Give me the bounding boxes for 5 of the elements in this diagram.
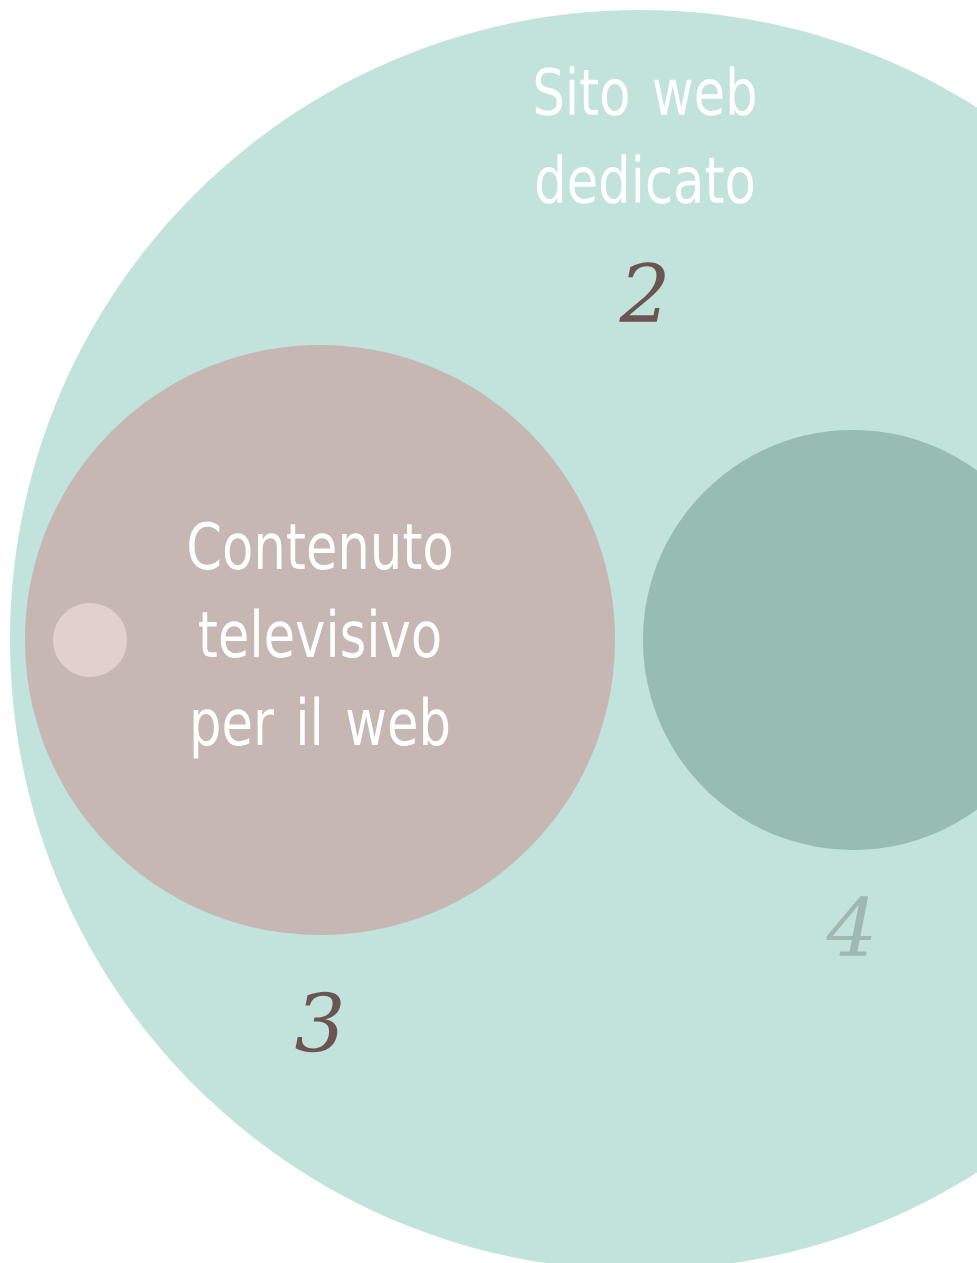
circle-label: Sito web dedicato bbox=[535, 66, 755, 204]
circle bbox=[53, 603, 127, 677]
number-label: 3 bbox=[295, 991, 341, 1053]
number-label: 2 bbox=[619, 262, 665, 322]
circle-label: Contenuto televisivo per il web bbox=[189, 521, 451, 759]
